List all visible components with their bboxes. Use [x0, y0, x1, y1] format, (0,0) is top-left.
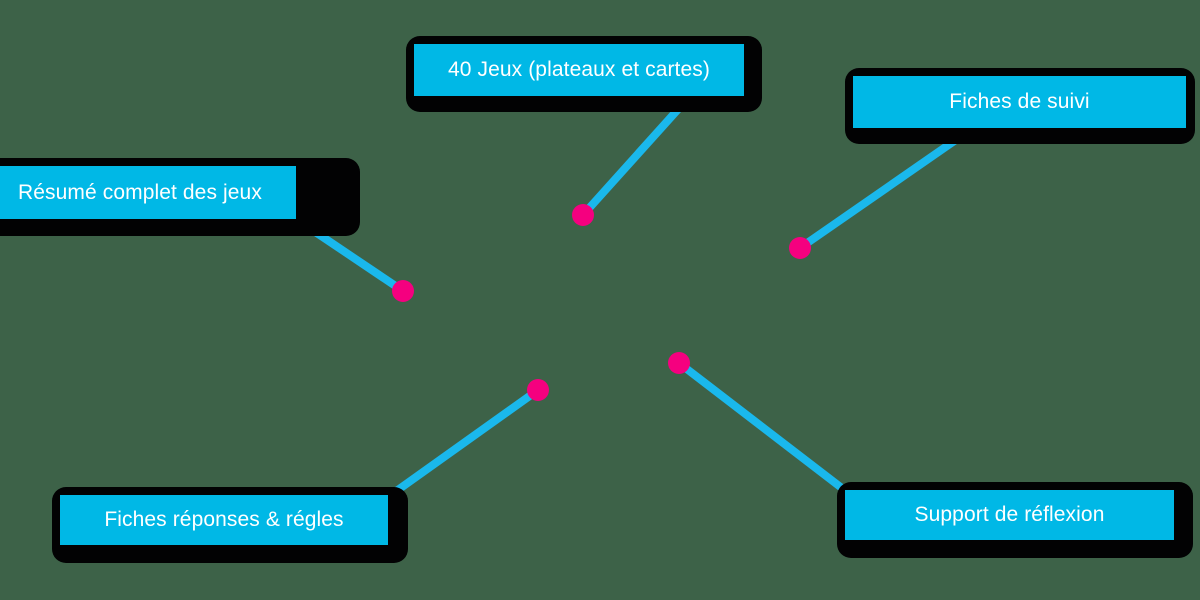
connector-line-reponses [385, 386, 541, 501]
callout-label: Résumé complet des jeux [18, 180, 262, 204]
callout-face[interactable]: Fiches de suivi [853, 76, 1186, 128]
callout-label: Fiches de suivi [949, 90, 1090, 113]
node-dot-resume[interactable] [392, 280, 414, 302]
node-dot-suivi[interactable] [789, 237, 811, 259]
callout-reponses[interactable]: Fiches réponses & régles [52, 487, 408, 563]
connector-line-support [676, 359, 850, 496]
callout-face[interactable]: Fiches réponses & régles [60, 495, 388, 545]
callout-suivi[interactable]: Fiches de suivi [845, 68, 1200, 144]
callout-resume[interactable]: Résumé complet des jeux [0, 158, 360, 236]
callout-label: Fiches réponses & régles [104, 508, 344, 531]
callout-face[interactable]: 40 Jeux (plateaux et cartes) [414, 44, 744, 96]
callout-support[interactable]: Support de réflexion [837, 482, 1197, 558]
callout-label: Support de réflexion [914, 503, 1105, 526]
callout-label: 40 Jeux (plateaux et cartes) [448, 58, 710, 81]
connector-line-suivi [797, 124, 976, 252]
callout-face[interactable]: Résumé complet des jeux [0, 166, 296, 219]
node-dot-support[interactable] [668, 352, 690, 374]
connector-line-jeux [580, 93, 693, 218]
node-dot-jeux[interactable] [572, 204, 594, 226]
node-dot-reponses[interactable] [527, 379, 549, 401]
callout-face[interactable]: Support de réflexion [845, 490, 1174, 540]
callout-jeux[interactable]: 40 Jeux (plateaux et cartes) [406, 36, 762, 112]
